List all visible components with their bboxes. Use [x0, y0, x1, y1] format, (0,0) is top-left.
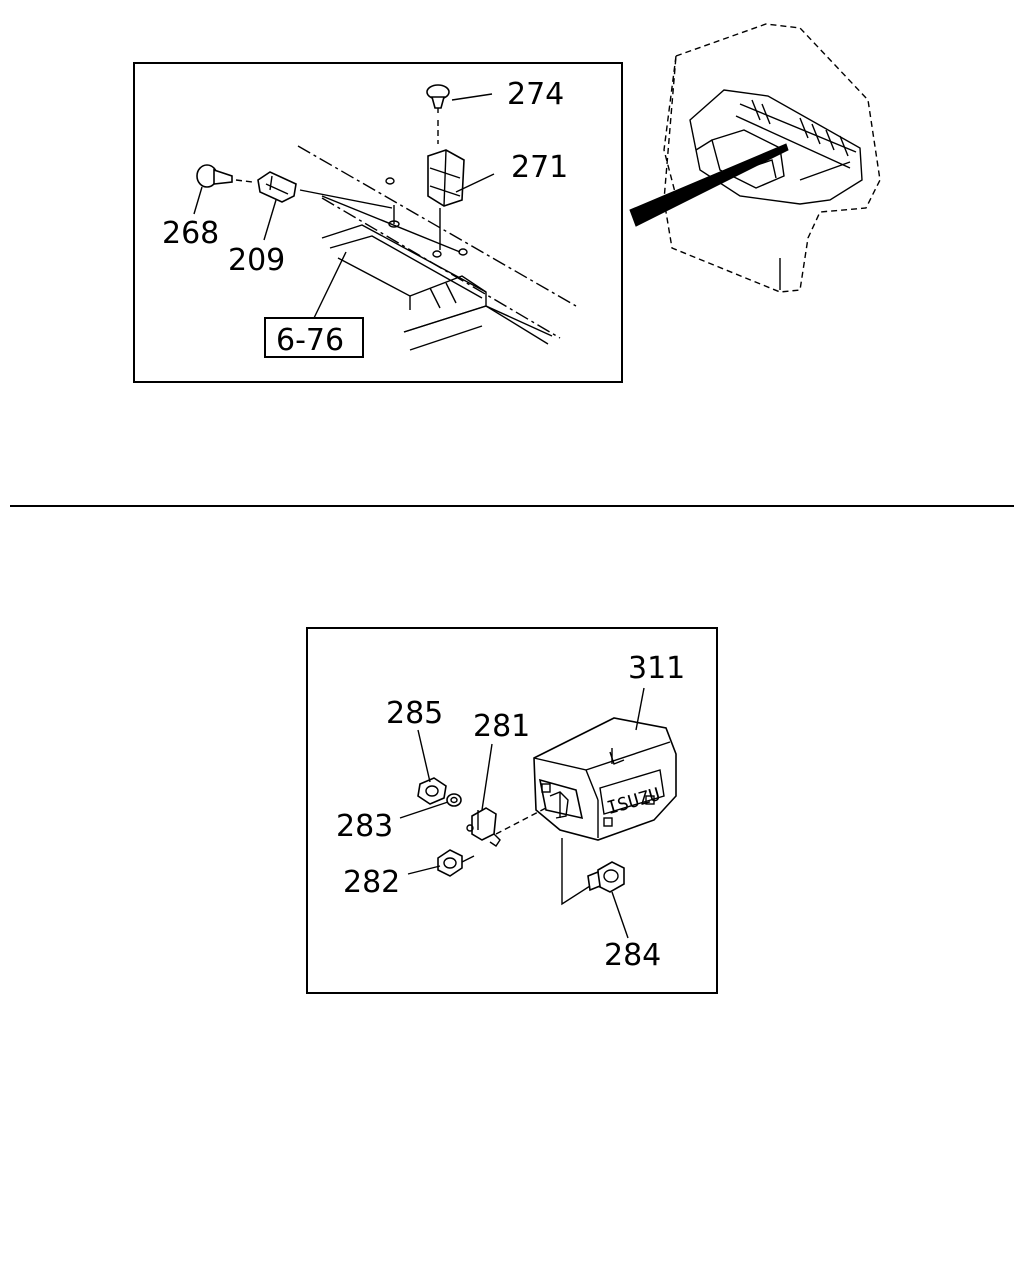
washer-283 — [446, 793, 462, 807]
screw-274 — [426, 84, 450, 144]
housing-311: ISUZU — [533, 717, 677, 841]
callout-284: 284 — [604, 938, 661, 973]
top-figure: 274 271 268 209 6-76 — [133, 62, 623, 383]
callout-285: 285 — [386, 696, 443, 731]
callout-283: 283 — [336, 809, 393, 844]
callout-209: 209 — [228, 243, 285, 278]
bottom-figure: ISUZU — [306, 627, 718, 994]
terminal-281 — [466, 807, 501, 847]
nut-285 — [417, 777, 447, 805]
callout-281: 281 — [473, 709, 530, 744]
clip-271 — [427, 149, 465, 250]
reference-box — [264, 317, 364, 358]
cab-illustration — [629, 23, 881, 293]
callout-268: 268 — [162, 216, 219, 251]
clip-nut-209 — [257, 171, 461, 253]
reference-label: 6-76 — [276, 323, 344, 358]
nut-282 — [437, 849, 475, 877]
top-figure-frame — [133, 62, 623, 383]
callout-311: 311 — [628, 651, 685, 686]
callout-274: 274 — [507, 77, 564, 112]
callout-271: 271 — [511, 150, 568, 185]
bolt-284 — [587, 861, 625, 893]
bolt-268 — [196, 164, 253, 188]
bottom-figure-frame — [306, 627, 718, 994]
detail-pointer — [629, 143, 789, 227]
floor-panel — [321, 224, 553, 351]
callout-282: 282 — [343, 865, 400, 900]
